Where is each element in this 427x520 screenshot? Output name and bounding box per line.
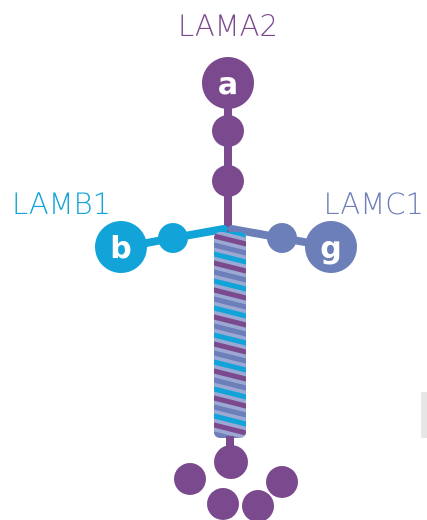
beta-chain-label: LAMB1 (12, 187, 111, 221)
lg-domain-globule (242, 490, 274, 520)
alpha-domain-globule (212, 115, 244, 147)
coil-stripe (214, 376, 246, 392)
coil-stripe (214, 313, 246, 329)
beta-badge-circle (95, 221, 147, 273)
coil-stripe (214, 349, 246, 365)
coil-stripe (214, 241, 246, 257)
coil-stripe (214, 394, 246, 410)
coil-stripe (214, 403, 246, 419)
coil-stripe (214, 286, 246, 302)
coil-stripe (214, 259, 246, 275)
lg-domain-globule (266, 466, 298, 498)
coil-stripe (214, 412, 246, 428)
beta-domain-globule (158, 223, 188, 253)
beta-badge-letter: b (110, 231, 131, 266)
alpha-lg-domains (174, 436, 298, 520)
gamma-domain-globule (267, 223, 297, 253)
edge-artifact (421, 392, 427, 438)
coil-stripe (214, 367, 246, 383)
beta-chain-short-arm: b (95, 221, 228, 273)
lg-domain-globule (174, 463, 206, 495)
gamma-badge-letter: g (320, 231, 341, 266)
coil-stripe (214, 358, 246, 374)
lg-domain-globule (214, 445, 248, 479)
gamma-chain-short-arm: g (228, 221, 357, 273)
coil-stripe (214, 322, 246, 338)
alpha-badge-circle (202, 57, 254, 109)
coil-stripe (214, 277, 246, 293)
coil-stripe (214, 331, 246, 347)
coil-stripe (214, 340, 246, 356)
coil-stripe (214, 250, 246, 266)
gamma-badge-circle (305, 221, 357, 273)
coiled-coil-long-arm (214, 232, 246, 438)
alpha-chain-short-arm: a (202, 57, 254, 244)
coil-stripes (214, 232, 246, 438)
alpha-badge-letter: a (218, 67, 238, 102)
gamma-chain-label: LAMC1 (324, 187, 424, 221)
coil-stripe (214, 421, 246, 437)
lg-domain-globule (207, 488, 239, 520)
alpha-domain-globule (212, 165, 244, 197)
coil-stripe (214, 430, 246, 438)
coil-stripe (214, 295, 246, 311)
alpha-chain-label: LAMA2 (178, 9, 278, 43)
coil-stripe (214, 268, 246, 284)
coil-stripe (214, 304, 246, 320)
coil-stripe (214, 385, 246, 401)
coil-stripe (214, 232, 246, 248)
coil-stripe (214, 232, 246, 239)
